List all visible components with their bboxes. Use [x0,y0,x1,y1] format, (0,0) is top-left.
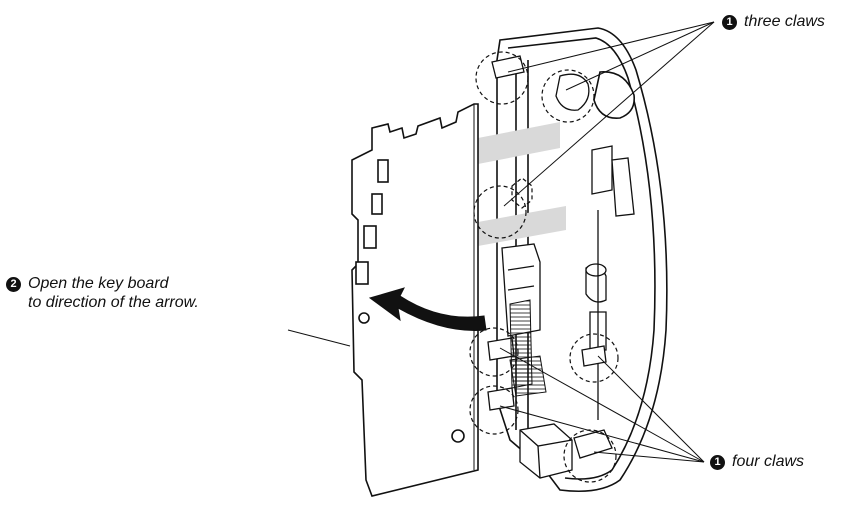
callout-label: four claws [732,453,805,470]
claw-markers [469,51,619,483]
callout-open-keyboard: 2 Open the key board to direction of the … [6,274,199,312]
ribbon-cable-lower [509,355,547,397]
claw-circle-top-3 [473,185,527,239]
shaded-band [478,122,560,164]
open-arrow [368,287,487,331]
key-board [351,103,479,497]
step-number-badge: 1 [710,455,725,470]
callout-line-2: to direction of the arrow. [28,294,199,311]
claw-circle-top-1 [475,51,529,105]
claw-circle-bottom-3 [569,333,619,383]
step-number-badge: 2 [6,277,21,292]
claw-circle-bottom-2 [469,385,519,435]
callout-line-1: Open the key board [28,275,169,292]
leader-lines [287,21,715,463]
callout-three-claws: 1 three claws [722,12,825,31]
claw-circle-bottom-4 [563,429,617,483]
claw-circle-bottom-1 [469,327,519,377]
step-number-badge: 1 [722,15,737,30]
claw-circle-top-2 [541,69,595,123]
callout-four-claws: 1 four claws [710,452,804,471]
callout-label: three claws [744,13,825,30]
